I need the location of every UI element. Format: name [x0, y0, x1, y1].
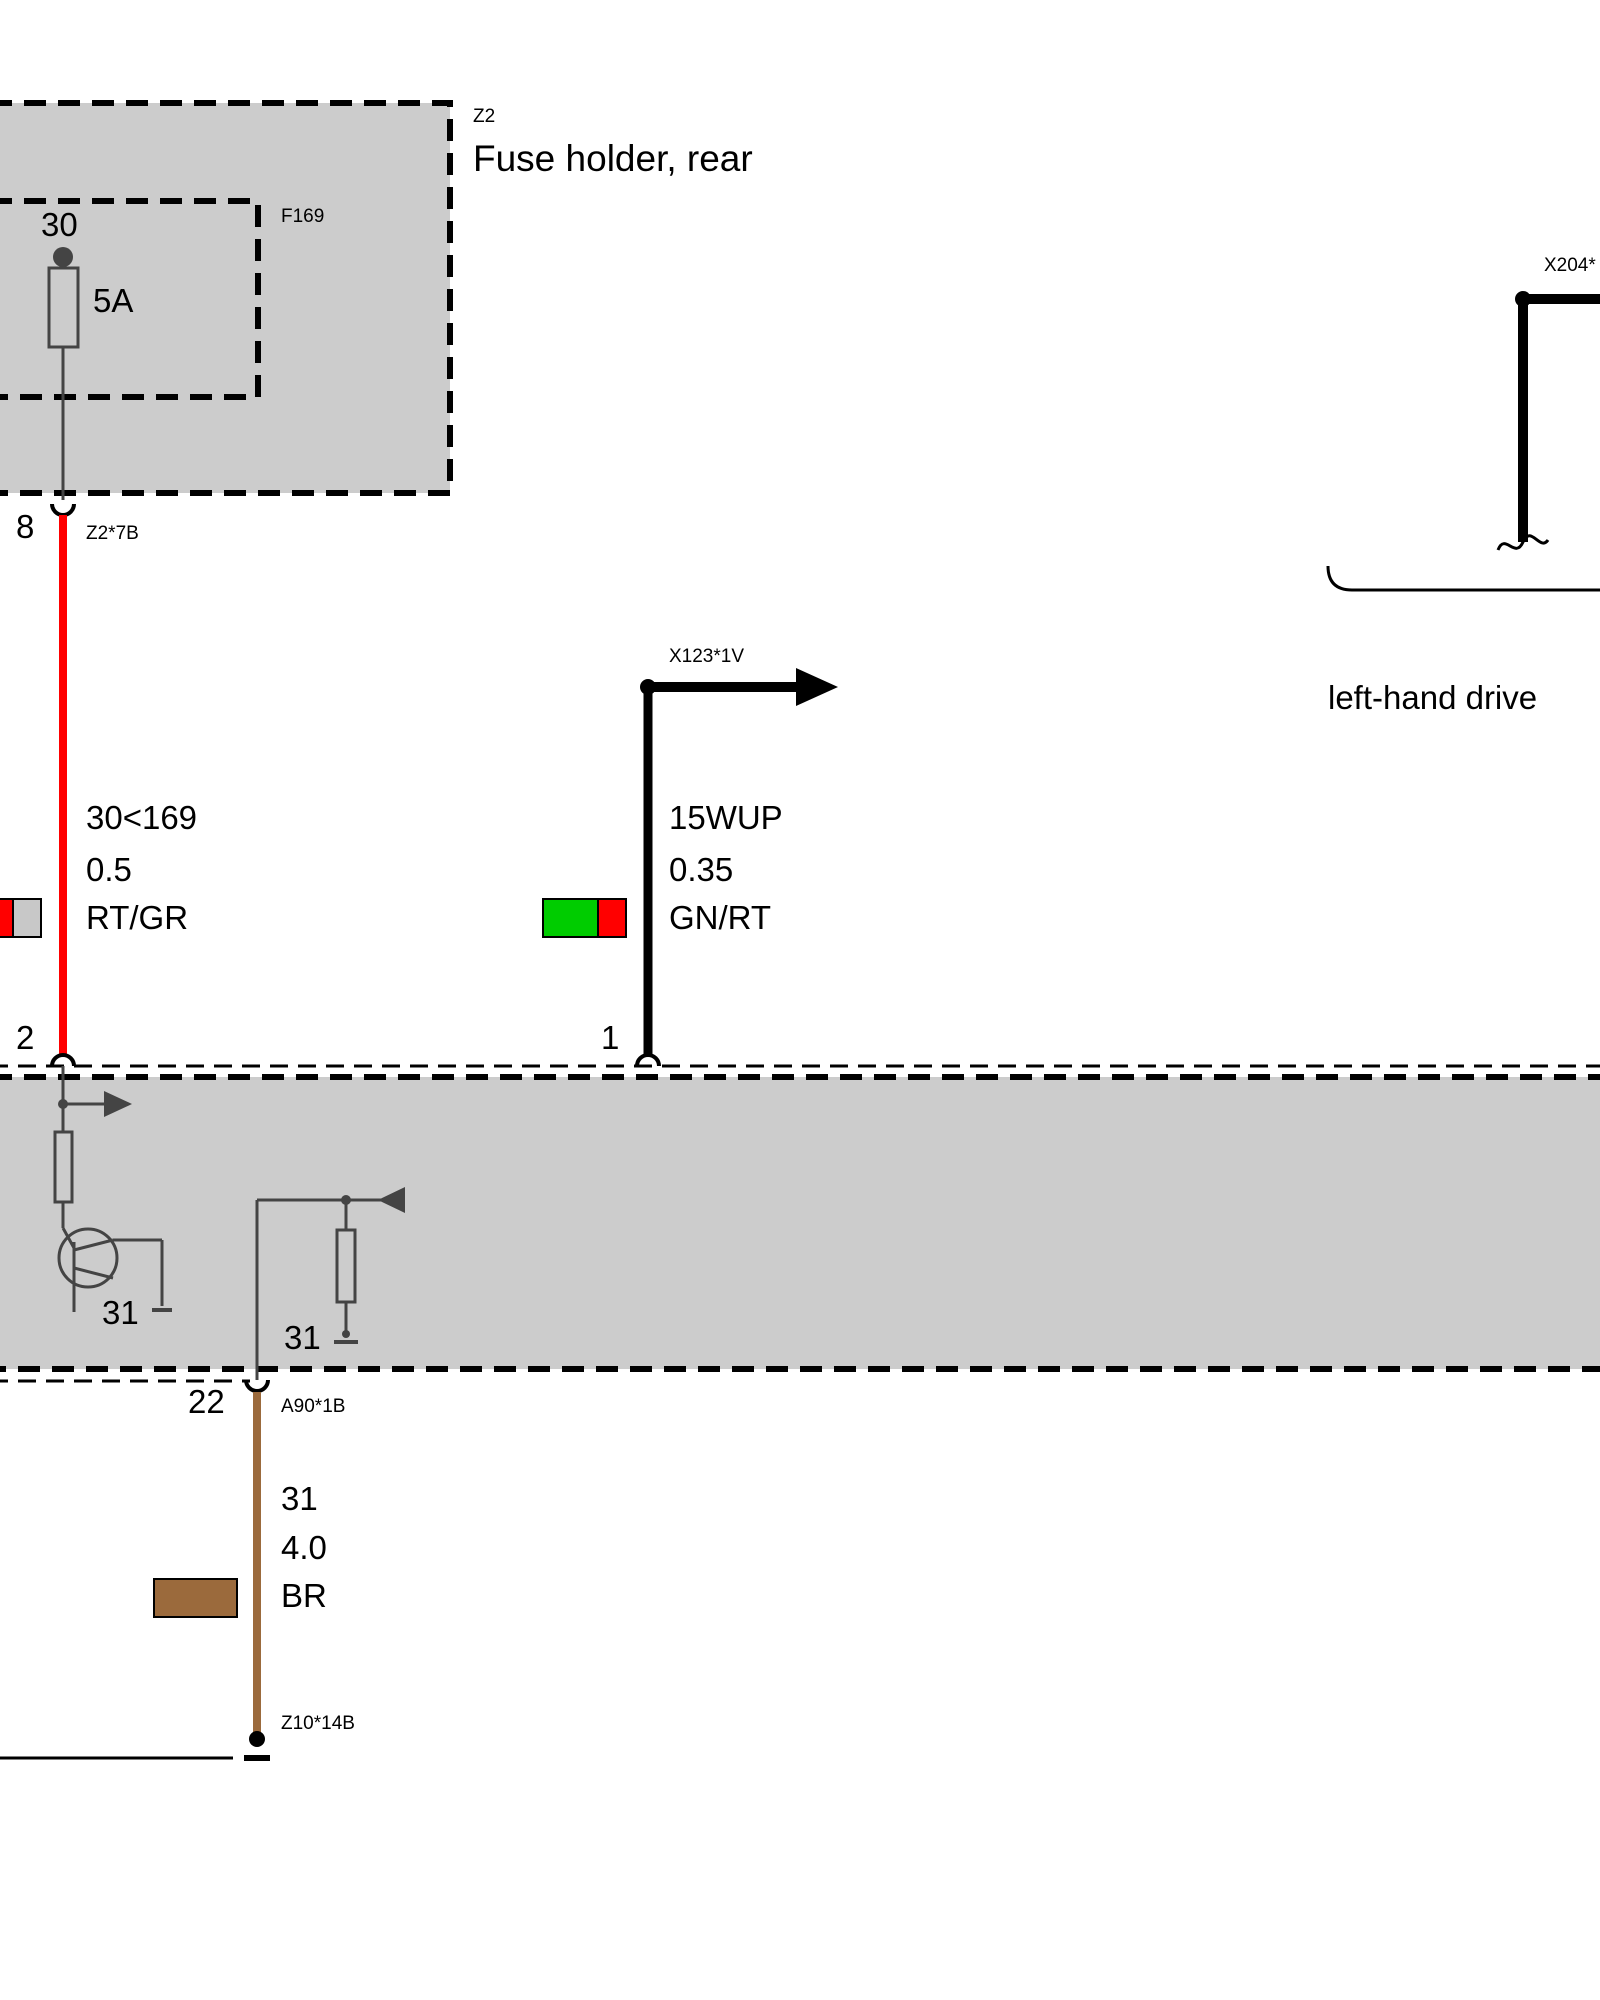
wire-color-code: GN/RT [669, 899, 771, 936]
wire-15wup: X123*1V 15WUP 0.35 GN/RT 1 [542, 646, 838, 1067]
fuse-holder-box [0, 100, 453, 496]
connector-a90: A90*1B [281, 1396, 345, 1417]
wire-31: 31 4.0 BR Z10*14B [0, 1392, 355, 1761]
connector-z2-7b: Z2*7B [86, 523, 139, 544]
fuse-holder-code: Z2 [473, 106, 495, 127]
variant-note: left-hand drive [1328, 679, 1537, 716]
wire-color-code: BR [281, 1577, 327, 1614]
fuse-rating: 5A [93, 282, 133, 319]
x204-branch: X204* left-hand drive [1326, 255, 1600, 716]
wire-gauge-label: 0.35 [669, 851, 733, 888]
pin-8-connector [50, 503, 76, 517]
arrow-right-icon [104, 1091, 132, 1117]
wire-color-swatch-2 [12, 898, 42, 938]
connector-z10: Z10*14B [281, 1713, 355, 1734]
module-box [0, 1074, 1600, 1372]
wire-color-swatch-1 [153, 1578, 238, 1618]
ground-label: 31 [284, 1319, 321, 1356]
wire-color-code: RT/GR [86, 899, 188, 936]
wire-color-swatch-1 [0, 898, 14, 938]
connector-x123: X123*1V [669, 646, 744, 667]
ground-label: 31 [102, 1294, 139, 1331]
wire-circuit-label: 30<169 [86, 799, 197, 836]
wire-break-symbol [1496, 534, 1550, 551]
variant-bracket [1326, 565, 1600, 592]
fuse-holder-z2: Z2 Fuse holder, rear F169 30 5A 8 Z2*7B [0, 100, 753, 545]
arrow-left-icon [378, 1187, 405, 1213]
pin-2-label: 2 [16, 1019, 34, 1056]
wire-gauge-label: 0.5 [86, 851, 132, 888]
junction-dot [342, 1330, 350, 1338]
fuse-holder-title: Fuse holder, rear [473, 138, 753, 179]
pin-2-connector [50, 1053, 76, 1067]
fuse-code: F169 [281, 206, 324, 227]
pin-22-label: 22 [188, 1383, 225, 1420]
connector-x204: X204* [1544, 255, 1596, 276]
wire-color-swatch-2 [597, 898, 627, 938]
wire-30-169: 30<169 0.5 RT/GR 2 [0, 515, 197, 1067]
arrow-right-icon [796, 668, 838, 706]
wire-circuit-label: 31 [281, 1480, 318, 1517]
z10-junction-dot [249, 1731, 265, 1747]
fuse-f169-box [0, 198, 261, 400]
wire-gauge-label: 4.0 [281, 1529, 327, 1566]
fuse-pin-label: 30 [41, 206, 78, 243]
pin-22-connector [244, 1379, 270, 1393]
pin-1-connector [635, 1053, 661, 1067]
wire-circuit-label: 15WUP [669, 799, 783, 836]
transistor-symbol [57, 1227, 119, 1289]
control-module: 31 31 22 A90*1B [0, 1064, 1600, 1420]
pin-1-label: 1 [601, 1019, 619, 1056]
pin-8-label: 8 [16, 508, 34, 545]
wire-color-swatch-1 [542, 898, 599, 938]
